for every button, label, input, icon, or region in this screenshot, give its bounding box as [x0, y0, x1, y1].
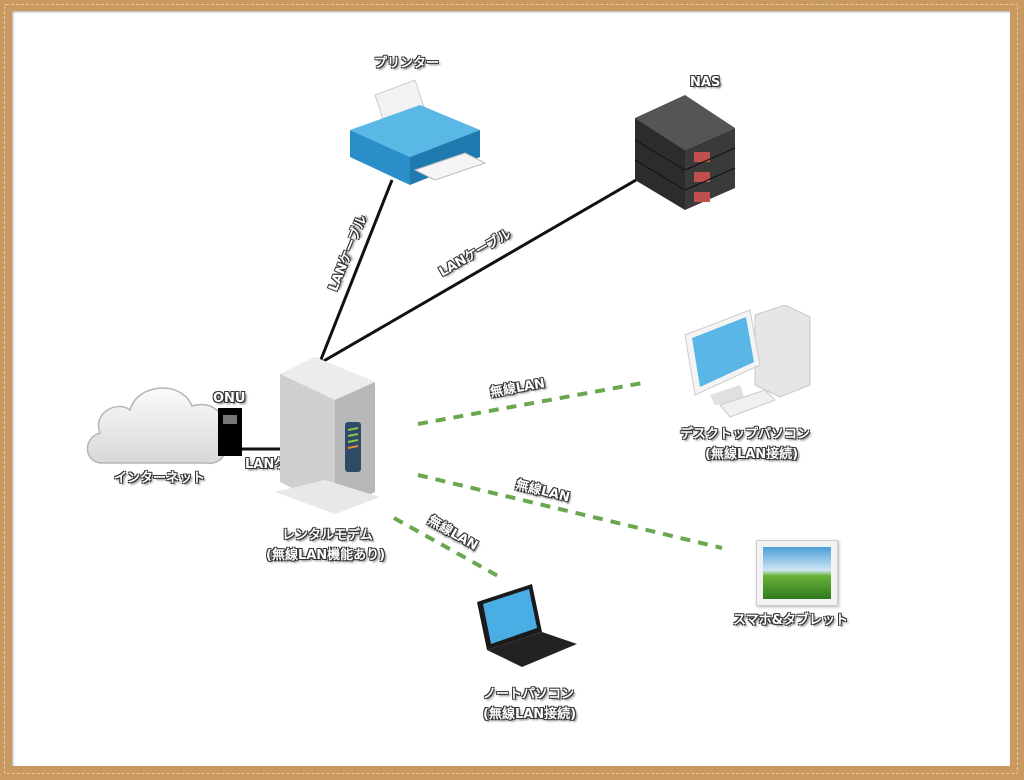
modem-label-line1: レンタルモデム — [282, 528, 373, 543]
nas-label: NAS — [690, 75, 721, 90]
internet-label: インターネット — [114, 471, 206, 486]
desktop-pc-icon[interactable] — [680, 305, 815, 420]
smartphone-tablet-icon[interactable] — [756, 540, 838, 606]
printer-icon[interactable] — [345, 75, 490, 190]
link-modem-printer — [318, 179, 394, 363]
laptop-label-line2: (無線LAN接続) — [483, 707, 577, 722]
onu-display — [223, 415, 237, 424]
desktop-label-line2: (無線LAN接続) — [705, 447, 799, 462]
onu-device-icon[interactable] — [218, 408, 242, 456]
onu-label: ONU — [213, 391, 246, 406]
landscape-picture — [763, 547, 831, 599]
link-modem-laptop — [393, 516, 499, 578]
desktop-label-line1: デスクトップパソコン — [680, 427, 811, 442]
link-modem-desktop — [417, 380, 649, 426]
modem-label-line2: (無線LAN機能あり) — [266, 548, 386, 563]
modem-router-icon[interactable] — [275, 352, 385, 514]
link-modem-smartphone — [417, 473, 723, 550]
frame-stitching — [4, 4, 1018, 774]
laptop-label-line1: ノートパソコン — [483, 687, 575, 702]
nas-icon[interactable] — [630, 90, 740, 215]
laptop-icon[interactable] — [472, 582, 582, 672]
link-modem-nas — [321, 178, 637, 364]
printer-label: プリンター — [374, 56, 440, 71]
smartphone-label: スマホ&タブレット — [733, 613, 848, 628]
cloud-icon[interactable] — [82, 378, 232, 468]
